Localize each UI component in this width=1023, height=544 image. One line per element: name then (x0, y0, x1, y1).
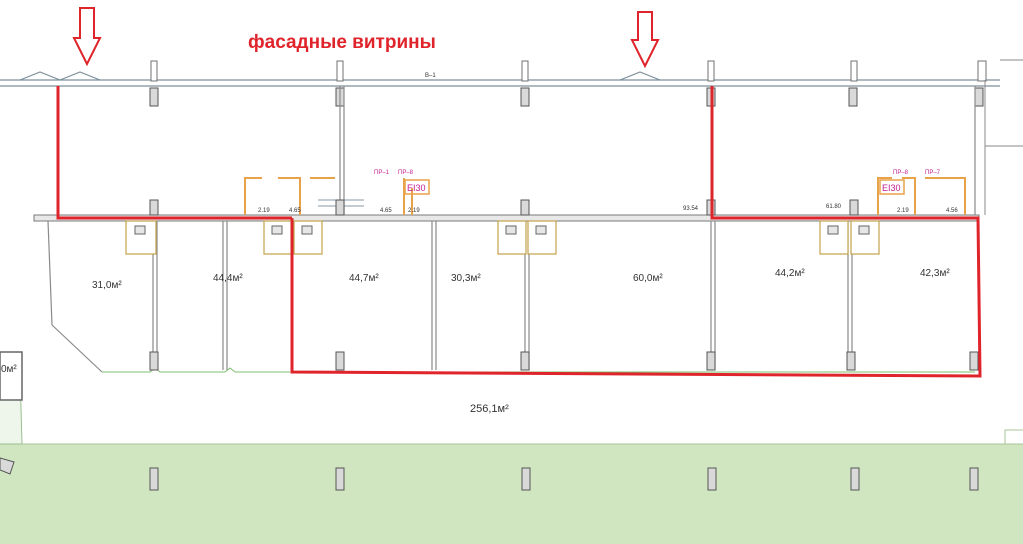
room-area-r1: 31,0м² (92, 280, 122, 291)
left-cut-area: 0м² (1, 364, 17, 375)
rear-partitions (47, 220, 853, 373)
tag-pr8: ПР–8 (398, 170, 414, 176)
fire-rating-label-left: EI30 (407, 183, 426, 193)
facade-columns (150, 60, 987, 82)
door-swings-front (318, 199, 364, 207)
axis-label: В–1 (425, 73, 436, 79)
fire-rating-label-right: EI30 (882, 183, 901, 193)
room-area-r6: 44,2м² (775, 268, 805, 279)
structural-columns-row1 (149, 87, 984, 107)
front-partitions (57, 86, 976, 215)
dim-219-c: 2.19 (897, 208, 909, 214)
dim-465-a: 4.65 (289, 208, 301, 214)
dim-456: 4.56 (946, 208, 958, 214)
right-edge-detail (984, 59, 1023, 215)
dim-9354: 93.54 (683, 206, 699, 212)
structural-columns-row2 (149, 199, 979, 371)
right-exterior-step (1004, 429, 1023, 444)
dim-219-b: 2.19 (408, 208, 420, 214)
room-area-r7: 42,3м² (920, 268, 950, 279)
fire-door-frames (244, 177, 966, 215)
corridor-area: 256,1м² (470, 403, 509, 415)
dim-6180: 61.80 (826, 204, 842, 210)
left-cut-room (0, 351, 23, 401)
structural-columns-row3 (149, 467, 979, 491)
page-title: фасадные витрины (248, 32, 436, 53)
room-area-r2: 44,4м² (213, 273, 243, 284)
left-cut-fixture (0, 457, 15, 475)
tag-pr7: ПР–7 (925, 170, 941, 176)
rear-glazing (102, 367, 975, 373)
fire-door-box-left (404, 179, 430, 195)
room-area-r5: 60,0м² (633, 273, 663, 284)
dim-219-a: 2.19 (258, 208, 270, 214)
room-area-r3: 44,7м² (349, 273, 379, 284)
exterior-green-area (0, 444, 1023, 544)
dim-465-b: 4.65 (380, 208, 392, 214)
wc-fixtures (134, 225, 870, 235)
fire-door-box-right (879, 179, 905, 195)
tag-pr1: ПР–1 (374, 170, 390, 176)
room-area-r4: 30,3м² (451, 273, 481, 284)
tag-pr8b: ПР–8 (893, 170, 909, 176)
facade-glazing (0, 71, 1000, 87)
facade-arrow-left (72, 7, 102, 67)
facade-arrow-right (630, 11, 660, 69)
wc-modules (125, 220, 880, 255)
highlight-outlines (56, 86, 982, 378)
